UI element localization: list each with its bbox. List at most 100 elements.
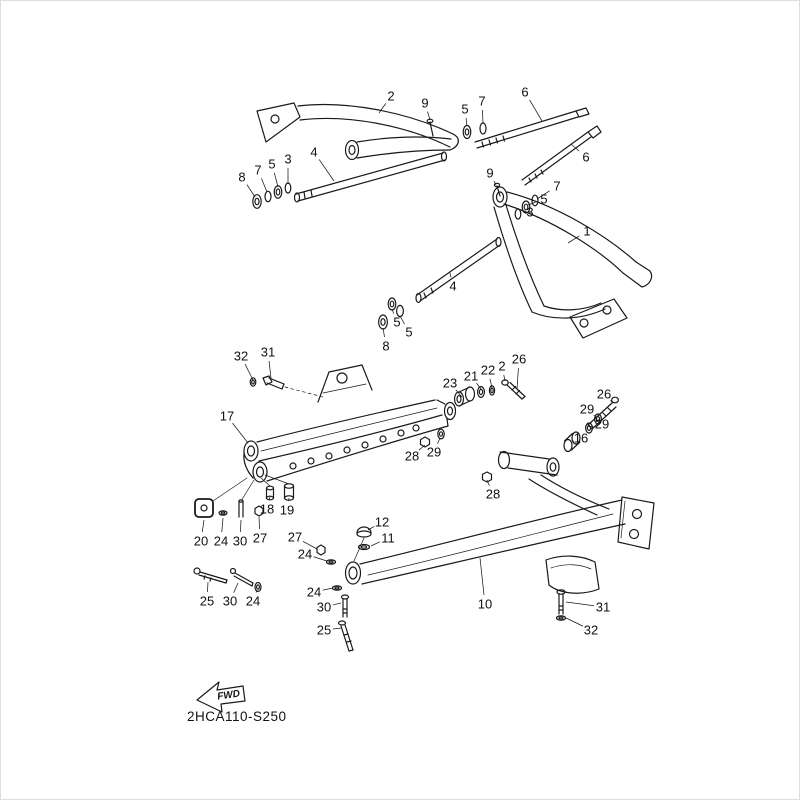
- callout-leader: [450, 273, 451, 277]
- callout-number: 7: [478, 94, 485, 109]
- callout-number: 17: [220, 409, 234, 424]
- callout-leader: [438, 438, 440, 444]
- callout-number: 6: [582, 150, 589, 165]
- callout-number: 5: [461, 102, 468, 117]
- part-pivot-tube-28-nut-right: [483, 452, 560, 483]
- callout-number: 7: [553, 179, 560, 194]
- callout-number: 25: [200, 594, 214, 609]
- callout-number: 31: [596, 600, 610, 615]
- callout-number: 8: [382, 339, 389, 354]
- callout-leader: [314, 557, 327, 561]
- callout-leader: [333, 603, 341, 605]
- callout-leader: [274, 173, 278, 187]
- callout-leader: [288, 498, 289, 501]
- part-24-30-25-fastener-group-bottom: [333, 586, 354, 651]
- callout-leader: [566, 618, 583, 626]
- callout-number: 5: [268, 157, 275, 172]
- callout-number: 32: [234, 349, 248, 364]
- callout-number: 26: [512, 352, 526, 367]
- callout-number: 29: [595, 417, 609, 432]
- callout-number: 23: [443, 376, 457, 391]
- callout-leader: [400, 316, 405, 324]
- part-4-pivot-shaft-upper: [295, 152, 447, 202]
- callout-leader: [517, 368, 518, 389]
- callout-number: 18: [260, 502, 274, 517]
- callout-number: 4: [449, 279, 456, 294]
- part-20-24-30-27-18-19-group: [195, 475, 294, 517]
- callout-number: 16: [574, 431, 588, 446]
- callout-leader: [482, 110, 483, 123]
- callout-leader: [259, 517, 260, 529]
- callout-number: 25: [317, 623, 331, 638]
- callout-leader: [568, 236, 579, 243]
- callout-number: 5: [393, 315, 400, 330]
- callout-leader: [261, 178, 267, 192]
- callout-leader: [371, 542, 380, 546]
- callout-leader: [240, 520, 241, 532]
- callout-leader: [233, 423, 248, 443]
- callout-number: 9: [486, 166, 493, 181]
- callout-number: 30: [317, 600, 331, 615]
- callout-number: 28: [405, 449, 419, 464]
- callout-number: 29: [580, 402, 594, 417]
- callout-leader: [480, 558, 484, 595]
- callout-number: 5: [540, 192, 547, 207]
- diagram-code: 2HCA110-S250: [187, 709, 287, 724]
- callout-leader: [222, 518, 223, 532]
- callout-number: 28: [486, 487, 500, 502]
- callout-leader: [530, 100, 542, 121]
- callout-number: 30: [223, 594, 237, 609]
- callout-number: 12: [375, 515, 389, 530]
- callout-leader: [269, 361, 271, 378]
- part-23-21-22-26-bushing-group: [455, 380, 526, 406]
- callout-number: 8: [238, 170, 245, 185]
- callout-leader: [466, 118, 467, 126]
- part-17-rear-arm-left: [244, 365, 456, 482]
- callout-number: 30: [233, 534, 247, 549]
- fwd-label: FWD: [217, 688, 241, 702]
- part-12-11-27-24-stack: [317, 527, 371, 564]
- part-3-5-7-8-washer-group-left: [253, 183, 291, 208]
- callout-number: 24: [298, 547, 312, 562]
- callout-number: 5: [405, 325, 412, 340]
- callout-leader: [202, 520, 204, 532]
- callout-number: 10: [478, 597, 492, 612]
- callout-number: 26: [597, 387, 611, 402]
- callout-leader: [319, 159, 334, 181]
- callout-leader: [566, 602, 594, 606]
- callout-number: 24: [214, 534, 228, 549]
- callout-number: 19: [280, 503, 294, 518]
- callout-number: 2: [387, 89, 394, 104]
- callout-number: 3: [526, 205, 533, 220]
- callout-number: 20: [194, 534, 208, 549]
- part-31-32-bolt-washer-upper: [250, 376, 323, 397]
- callout-number: 2: [498, 359, 505, 374]
- callout-number: 29: [427, 445, 441, 460]
- callout-number: 22: [481, 363, 495, 378]
- callout-number: 7: [254, 163, 261, 178]
- part-6-bolt-upper: [475, 108, 589, 148]
- callout-number: 24: [246, 594, 260, 609]
- callout-leader: [333, 628, 342, 629]
- callout-number: 9: [421, 96, 428, 111]
- part-25-30-24-bolt-group-left: [194, 568, 261, 592]
- callout-leader: [234, 583, 238, 593]
- callout-leader: [245, 364, 253, 380]
- callout-leader: [323, 588, 333, 590]
- callout-number: 11: [381, 531, 395, 546]
- callout-number: 31: [261, 345, 275, 360]
- part-9-5-7-fastener-group-top: [427, 119, 486, 138]
- part-31-32-bolt-washer-lower: [557, 590, 566, 620]
- callout-leader: [247, 185, 255, 197]
- callout-leader: [207, 582, 208, 592]
- callout-number: 3: [284, 152, 291, 167]
- callout-number: 6: [521, 85, 528, 100]
- callout-number: 32: [584, 623, 598, 638]
- callout-number: 21: [464, 369, 478, 384]
- callout-number: 1: [583, 224, 590, 239]
- callout-number: 27: [253, 531, 267, 546]
- callout-number: 4: [310, 145, 317, 160]
- callout-number: 27: [288, 530, 302, 545]
